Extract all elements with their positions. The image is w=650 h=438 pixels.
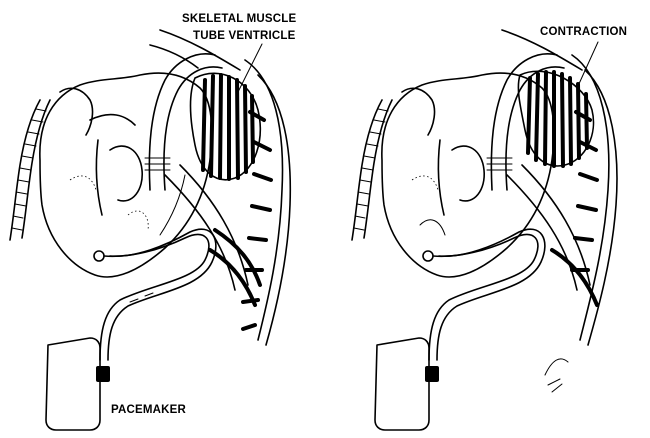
right-pacemaker-lead bbox=[423, 229, 545, 360]
left-heart bbox=[40, 73, 212, 277]
left-aorta-and-tube-ventricle bbox=[145, 30, 290, 345]
label-tube-ventricle: TUBE VENTRICLE bbox=[193, 30, 296, 42]
label-contraction: CONTRACTION bbox=[540, 26, 627, 38]
left-pacemaker-lead bbox=[94, 229, 216, 360]
label-pacemaker: PACEMAKER bbox=[111, 404, 187, 416]
right-rib-chain bbox=[352, 100, 392, 240]
left-electrode-icon bbox=[94, 251, 104, 261]
right-panel-heart-illustration bbox=[352, 30, 617, 430]
label-skeletal-muscle: SKELETAL MUSCLE bbox=[182, 13, 297, 25]
left-pacemaker-device bbox=[46, 338, 110, 430]
right-electrode-icon bbox=[423, 251, 433, 261]
left-rib-chain bbox=[10, 100, 50, 240]
right-pacemaker-device bbox=[375, 338, 439, 430]
leader-line-contraction bbox=[578, 42, 598, 86]
left-panel-heart-illustration bbox=[10, 30, 290, 430]
right-aorta-and-contracted-tube bbox=[487, 30, 617, 392]
